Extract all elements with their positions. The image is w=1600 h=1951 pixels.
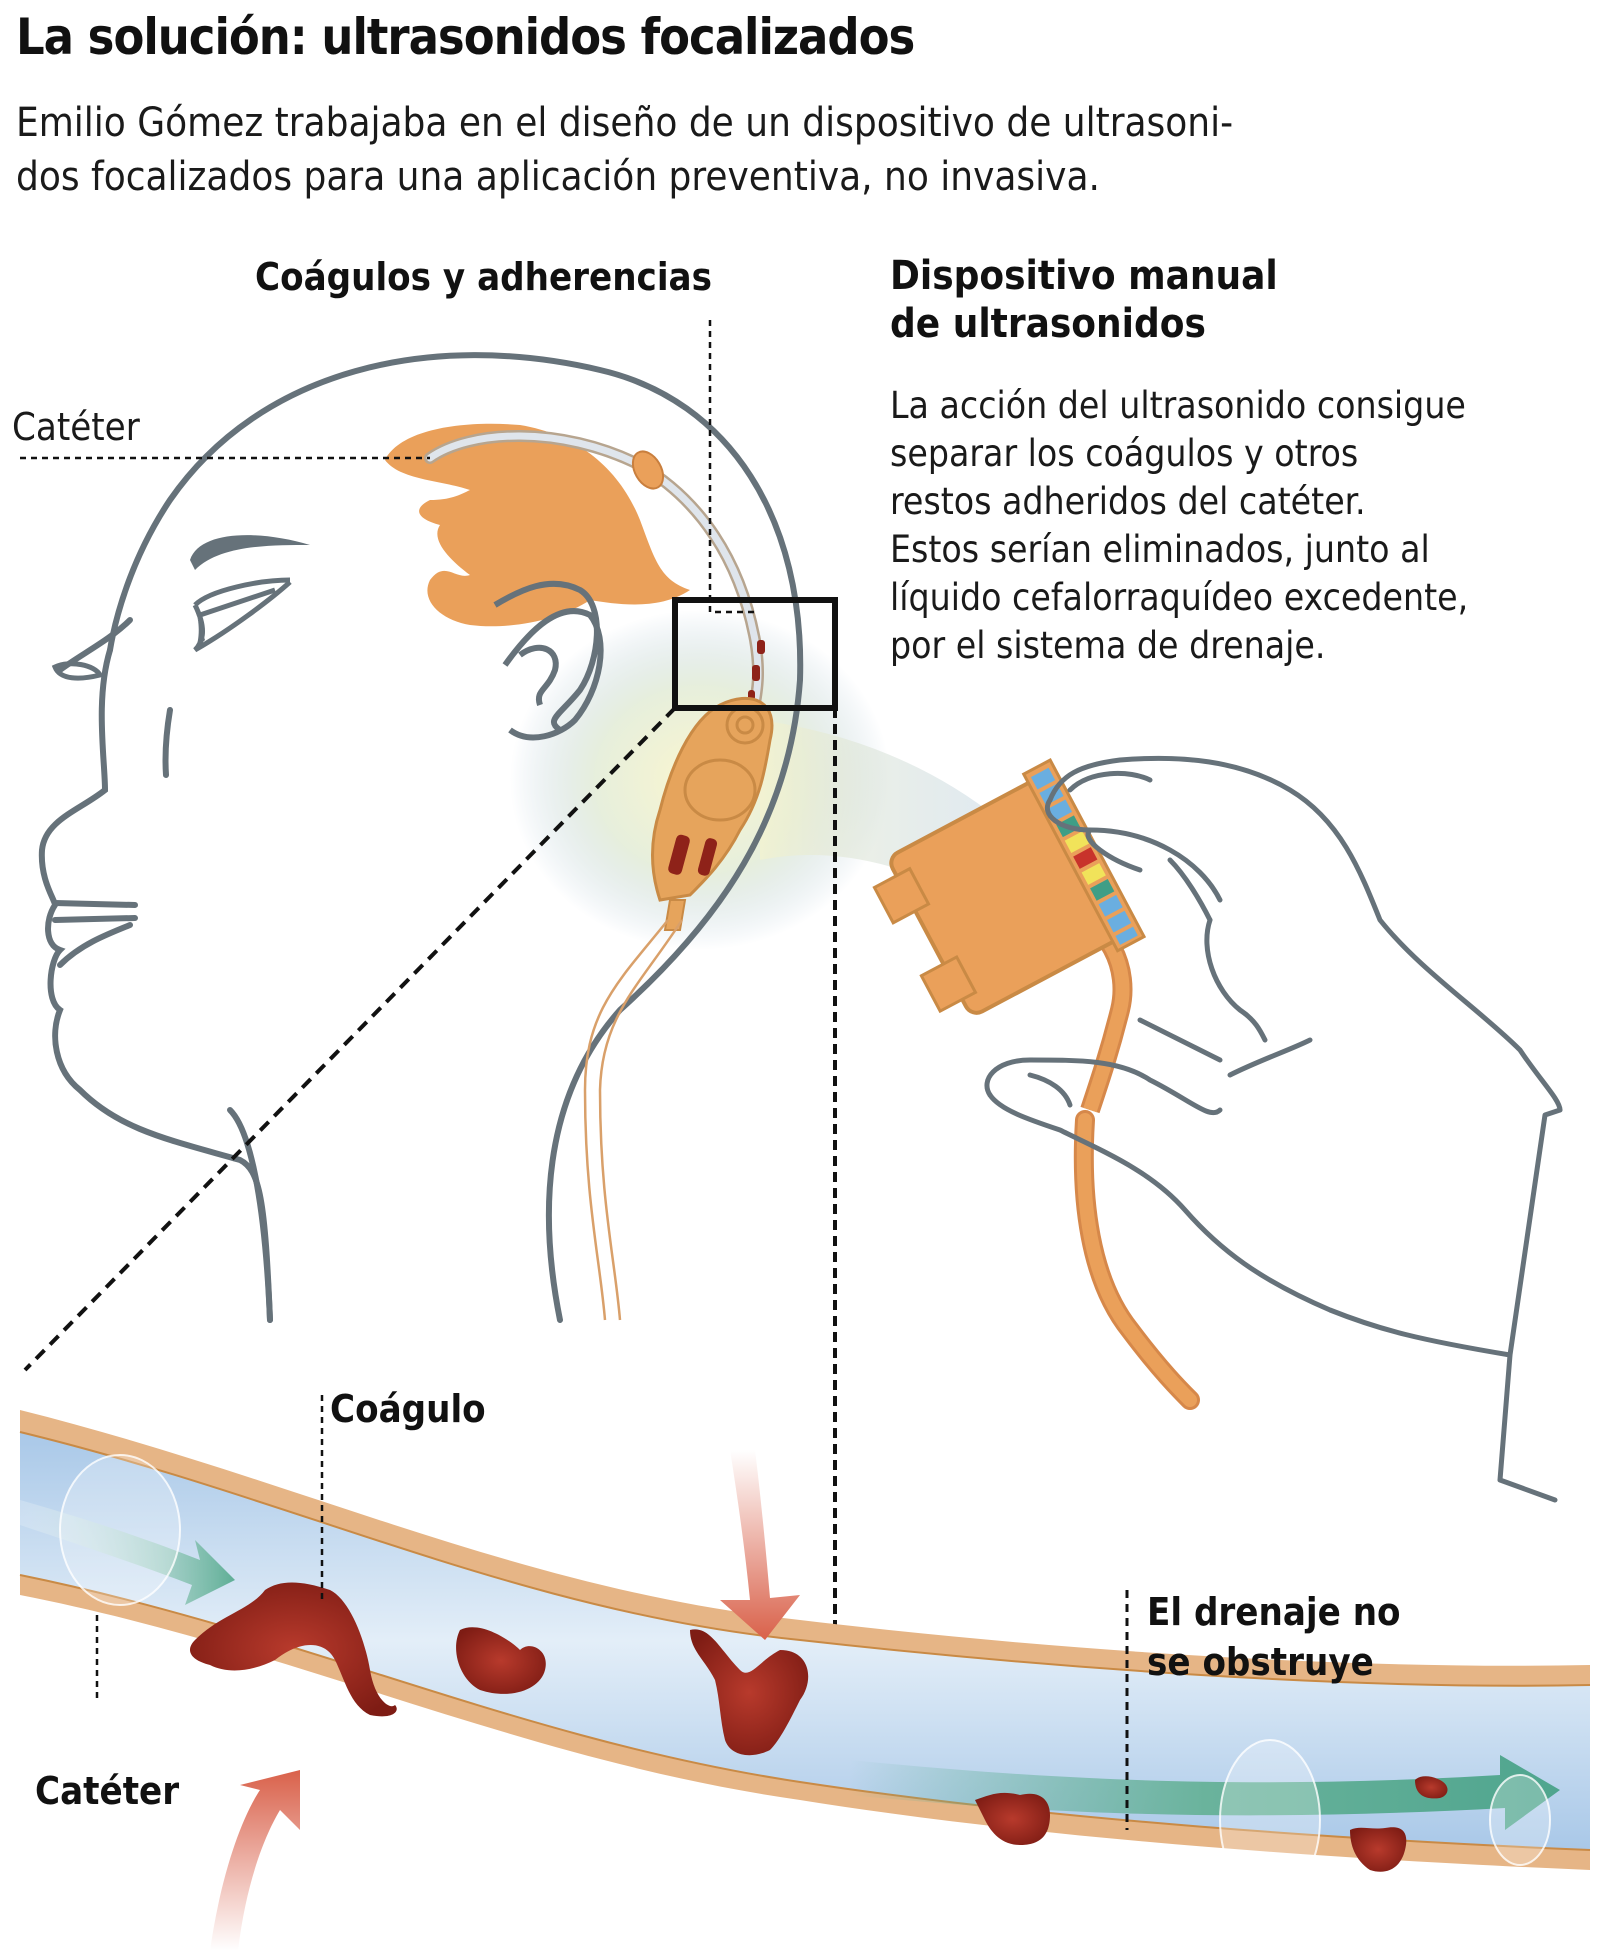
clots xyxy=(190,1582,1448,1872)
device-description-line: Estos serían eliminados, junto al xyxy=(890,528,1430,571)
hand-illustration xyxy=(872,755,1563,1503)
label-clot: Coágulo xyxy=(330,1387,486,1431)
brain-ventricle xyxy=(385,423,690,627)
device-description: La acción del ultrasonido consigue separ… xyxy=(890,382,1468,670)
label-drainage-result: El drenaje no se obstruye xyxy=(1147,1587,1401,1687)
nostril-icon xyxy=(51,661,104,681)
label-clots-adhesions: Coágulos y adherencias xyxy=(255,255,712,299)
eye-icon xyxy=(192,577,292,653)
head-catheter xyxy=(424,430,774,1321)
page-title: La solución: ultrasonidos focalizados xyxy=(16,8,915,66)
eyebrow-icon xyxy=(190,535,310,570)
intro-line-2: dos focalizados para una aplicación prev… xyxy=(16,154,1100,200)
zoom-box xyxy=(20,320,838,1630)
device-description-line: separar los coágulos y otros xyxy=(890,432,1359,475)
ear-icon xyxy=(493,580,604,741)
device-description-line: La acción del ultrasonido consigue xyxy=(890,384,1466,427)
flow-arrow-out xyxy=(850,1755,1560,1830)
bubbles xyxy=(59,1454,1551,1901)
label-catheter-detail: Catéter xyxy=(35,1769,180,1813)
intro-text: Emilio Gómez trabajaba en el diseño de u… xyxy=(16,96,1576,204)
device-title-line-2: de ultrasonidos xyxy=(890,301,1206,347)
label-drainage-line-2: se obstruye xyxy=(1147,1640,1374,1684)
catheter-cross-section xyxy=(19,1410,1591,1870)
device-description-line: restos adheridos del catéter. xyxy=(890,480,1366,523)
label-drainage-line-1: El drenaje no xyxy=(1147,1590,1401,1634)
intro-line-1: Emilio Gómez trabajaba en el diseño de u… xyxy=(16,100,1234,146)
device-title-line-1: Dispositivo manual xyxy=(890,253,1278,299)
pupil-icon xyxy=(195,610,205,650)
ultrasound-arrow-up xyxy=(210,1770,300,1951)
device-description-line: líquido cefalorraquídeo excedente, xyxy=(890,576,1469,619)
ultrasound-arrow-down xyxy=(720,1450,800,1640)
label-catheter-head: Catéter xyxy=(12,405,140,449)
device-title: Dispositivo manual de ultrasonidos xyxy=(890,252,1278,348)
device-description-line: por el sistema de drenaje. xyxy=(890,624,1326,667)
flow-arrow-in xyxy=(20,1500,235,1605)
